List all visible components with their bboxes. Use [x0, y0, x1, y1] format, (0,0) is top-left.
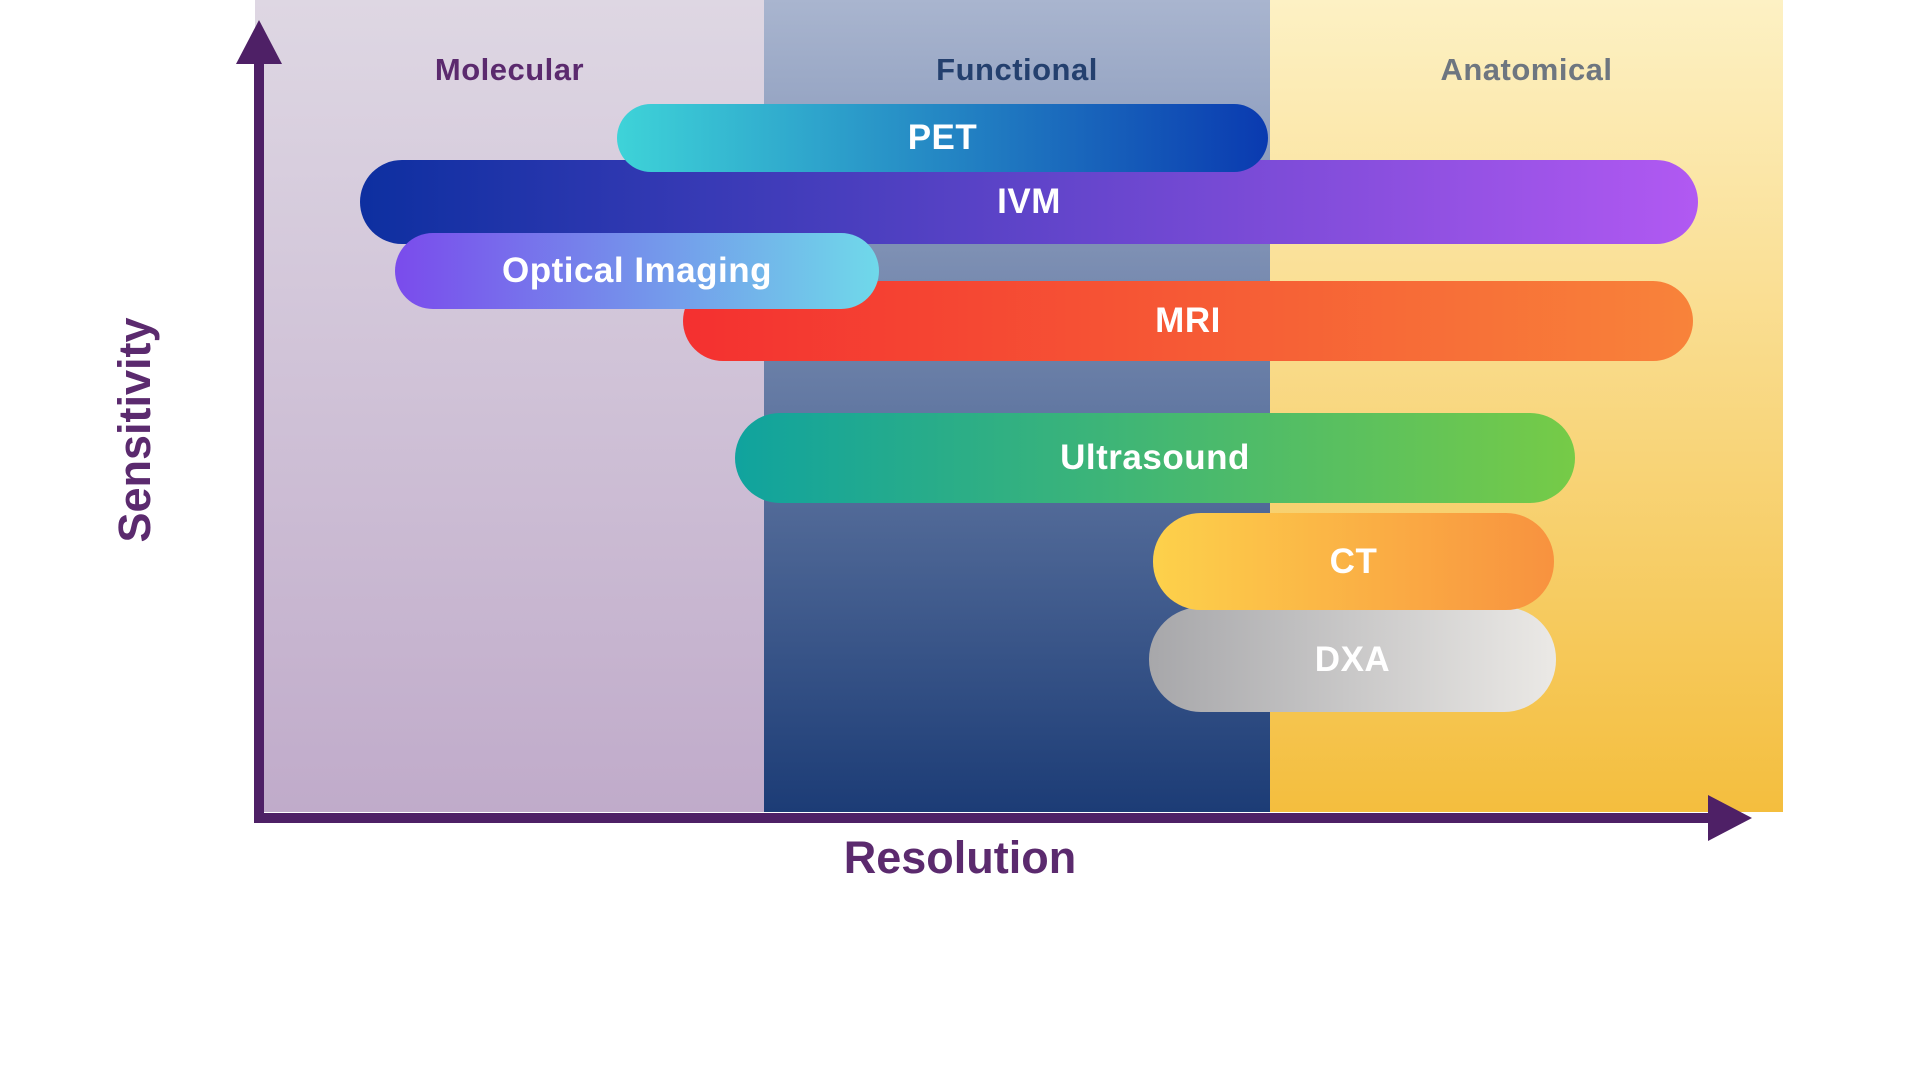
- bar-ultrasound: Ultrasound: [735, 413, 1575, 503]
- bar-ivm: IVM: [360, 160, 1698, 244]
- bar-optical-imaging: Optical Imaging: [395, 233, 879, 309]
- bar-label-optical-imaging: Optical Imaging: [501, 251, 773, 290]
- bar-pet: PET: [617, 104, 1268, 172]
- bar-label-dxa: DXA: [1314, 639, 1391, 679]
- bar-label-ivm: IVM: [997, 182, 1061, 221]
- bar-label-ct: CT: [1329, 541, 1378, 581]
- bar-label-pet: PET: [907, 118, 978, 157]
- bar-ct: CT: [1153, 513, 1554, 610]
- band-label-anatomical: Anatomical: [1440, 52, 1613, 87]
- bar-dxa: DXA: [1149, 607, 1556, 712]
- x-axis-label: Resolution: [843, 832, 1077, 883]
- band-label-functional: Functional: [936, 52, 1098, 87]
- bar-label-mri: MRI: [1155, 301, 1221, 340]
- band-label-molecular: Molecular: [434, 52, 585, 87]
- y-axis-label: Sensitivity: [109, 317, 160, 543]
- bar-label-ultrasound: Ultrasound: [1060, 438, 1250, 477]
